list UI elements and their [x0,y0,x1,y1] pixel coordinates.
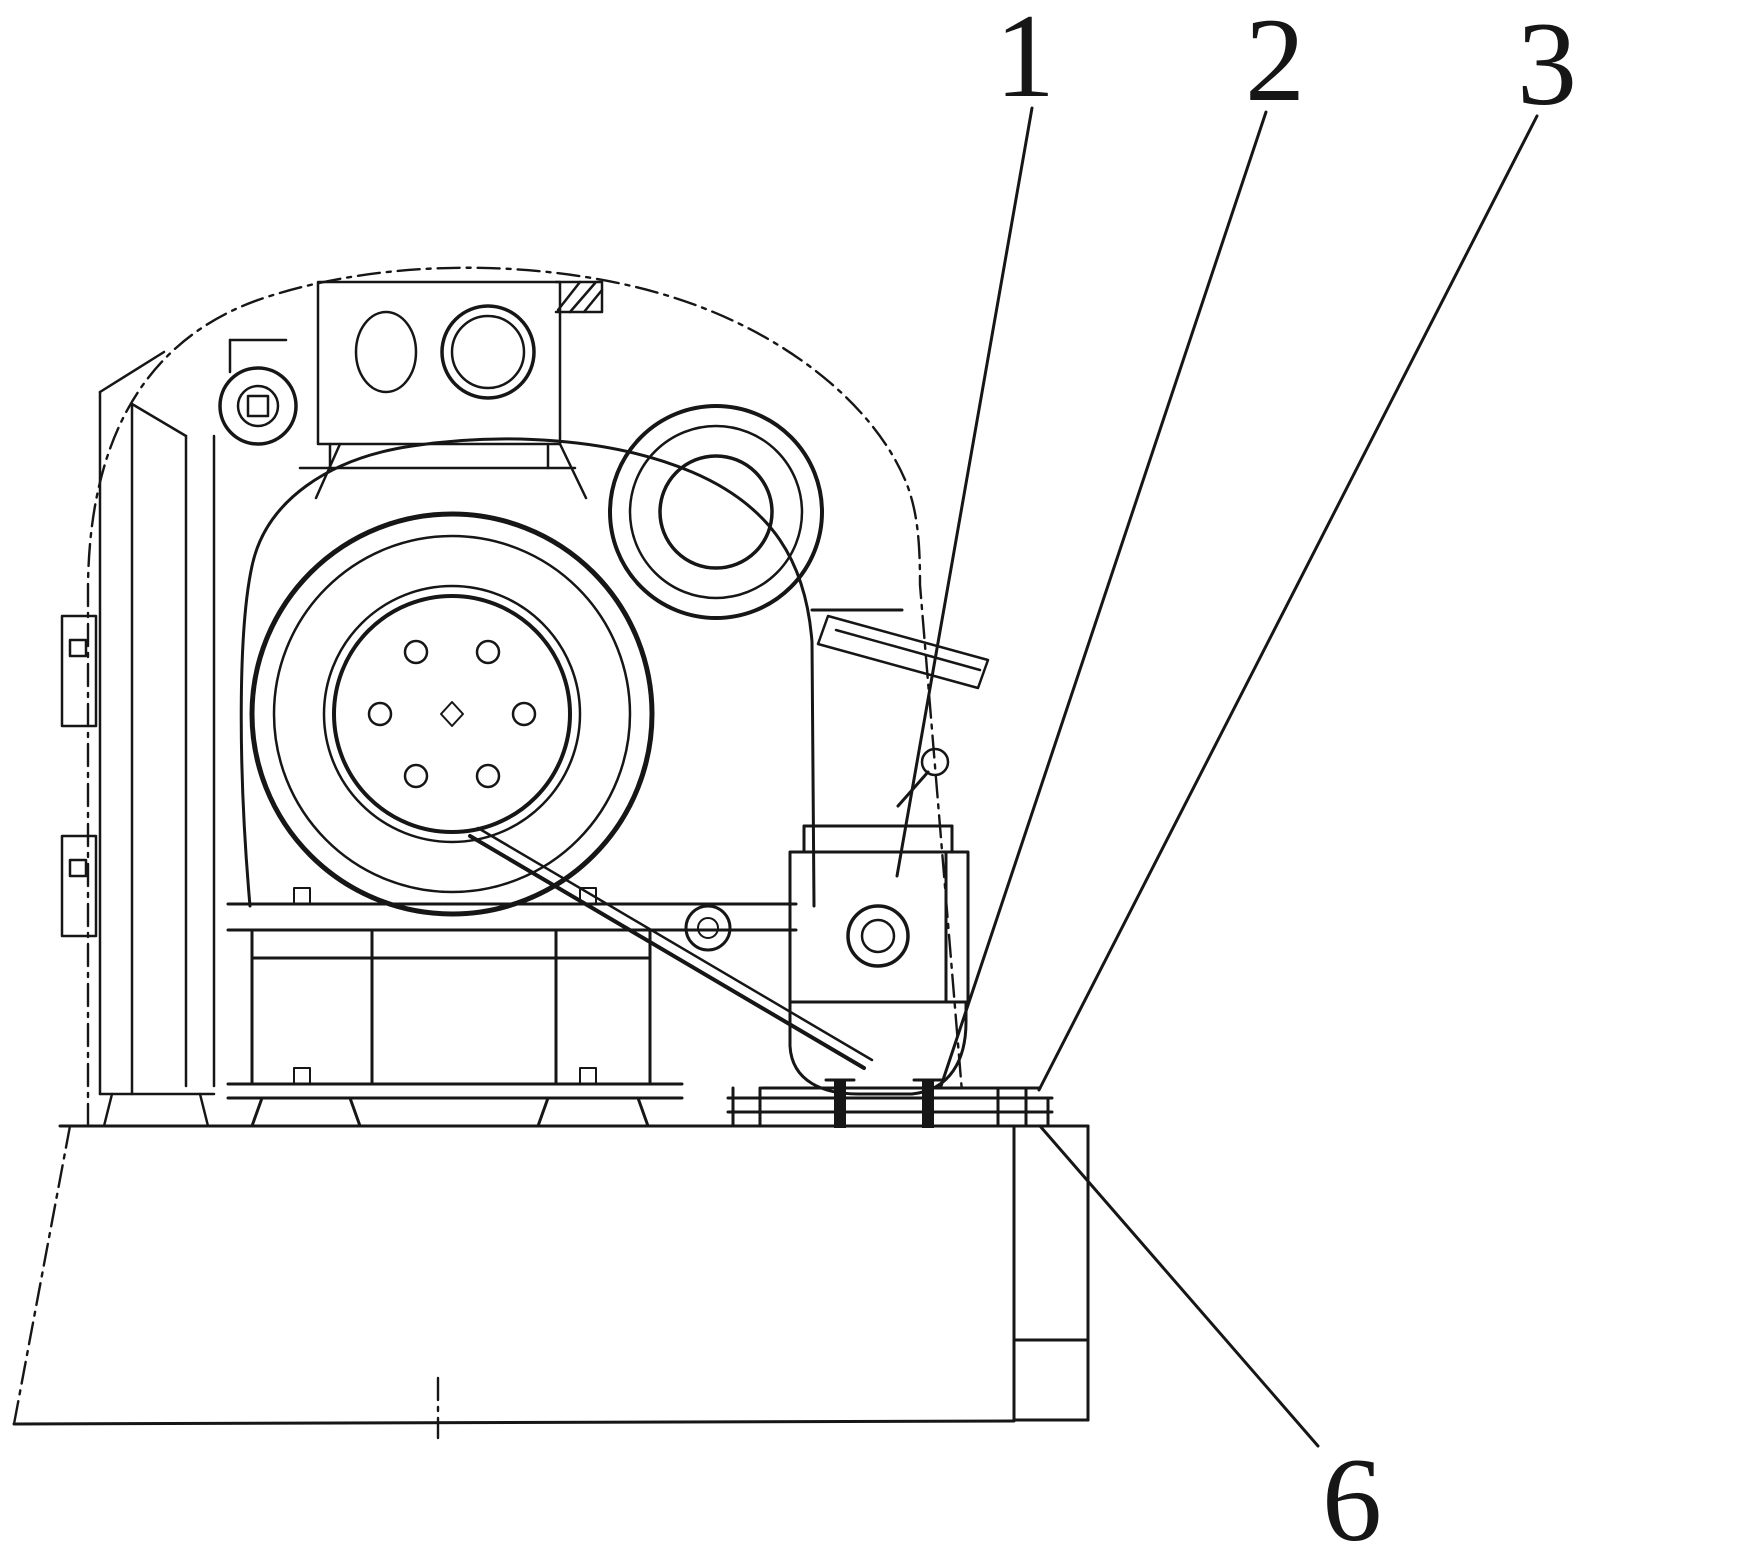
leader-line-2 [939,110,1268,1088]
flywheel-bolt-5 [403,639,429,665]
top-port-right-inner [450,314,526,390]
aux-fitting-square [246,394,270,418]
flywheel-bolt-1 [511,701,537,727]
frame-bolt-1 [293,887,311,905]
anchor-bolt-1 [834,1080,846,1128]
ref-label-2: 2 [1245,0,1305,126]
side-box-bolt-1 [68,638,88,658]
top-port-right-outer [440,304,536,400]
leader-lines [895,106,1539,1448]
flywheel-bolt-6 [475,639,501,665]
frame-bolt-4 [579,1067,597,1085]
phantom-outline [12,266,964,1440]
column-side-box-lower [60,834,98,938]
bracket-bore-outer [846,904,910,968]
mount-plate [726,1078,1054,1128]
column-foot-left [102,1092,114,1128]
column-top-slant [98,350,166,394]
top-block-body [316,280,562,446]
hatch-line-3 [582,288,604,314]
chute-inner-line [834,628,982,672]
flywheel-hub-outer [322,584,582,844]
pulley-rim [608,404,824,620]
aux-fitting-inner [236,384,280,428]
foundation-bottom-edge [12,1419,1016,1426]
support-rod [468,826,874,1070]
hatch-line-2 [568,280,598,314]
chute-plate [816,614,990,690]
flywheel-bolt-3 [403,763,429,789]
pulley-groove [628,424,804,600]
chute [816,614,990,690]
upper-pulley [608,404,824,620]
valve-knob [920,747,950,777]
rod-line-parallel [476,826,874,1062]
column-foot-right [198,1092,210,1128]
flywheel-bolt-4 [367,701,393,727]
anchor-bolt-2 [922,1080,934,1128]
idler-wheel-inner [697,917,719,939]
flywheel-rim-inner [272,534,632,894]
left-column [60,350,216,1128]
anchor-bolts [834,1080,934,1128]
column-side-box-upper [60,614,98,728]
bracket-foot-curve [788,1000,968,1096]
ref-label-1: 1 [995,0,1055,122]
bracket-bore-inner [860,918,896,954]
flywheel [249,511,655,917]
flywheel-bolt-2 [475,763,501,789]
bracket-body [788,850,970,1004]
aux-fitting-outer [218,366,298,446]
frame-bolt-3 [293,1067,311,1085]
rod-line-main [468,834,866,1070]
flywheel-center-mark [440,701,464,727]
leader-line-1 [895,106,1034,878]
ref-labels: 1 2 3 6 [995,0,1577,1551]
body-outline [239,437,816,908]
side-box-bolt-2 [68,858,88,878]
flywheel-hub-inner [332,594,572,834]
machine-body [239,437,950,908]
frame-foot-right [536,1096,650,1128]
column-top-join [130,402,188,438]
foundation-left-slant-phantom [12,1124,72,1426]
drawing-root: 1 2 3 6 [12,0,1577,1551]
frame-foot-left [250,1096,362,1128]
ref-label-6: 6 [1322,1433,1382,1551]
machine-envelope-phantom [86,266,964,1128]
pulley-hub [658,454,774,570]
base-frame [226,887,798,1128]
flywheel-rim-outer [249,511,655,917]
bracket-assembly [788,824,970,1096]
top-block [218,280,604,500]
leader-line-3 [1037,114,1539,1092]
idler-wheel-outer [684,904,732,952]
ref-label-3: 3 [1517,0,1577,130]
block-brace-right [558,442,588,500]
leader-line-6 [1038,1124,1320,1448]
foundation [12,1124,1090,1426]
hatch-line-1 [556,280,582,312]
top-port-left [354,310,418,394]
